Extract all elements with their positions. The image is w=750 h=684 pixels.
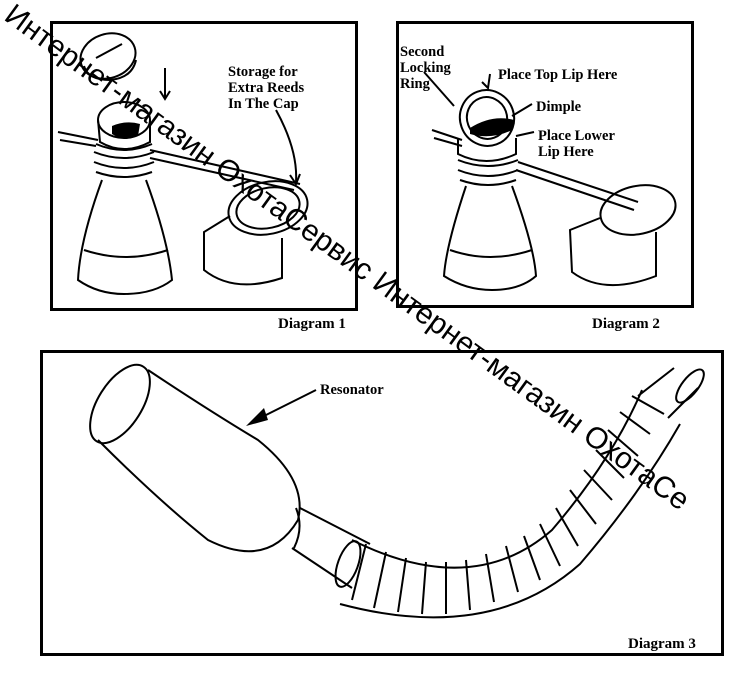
corrugated-hose (339, 389, 681, 619)
diagram-1-caption: Diagram 1 (278, 316, 346, 332)
second-ring-label: Second Locking Ring (400, 44, 451, 92)
mouthpiece-top (458, 89, 516, 147)
resonator-body (97, 369, 301, 553)
lanyard-strap (431, 129, 639, 211)
storage-arrow (275, 109, 298, 183)
call-body (76, 179, 174, 296)
hose-end (675, 368, 705, 404)
diagram-2-caption: Diagram 2 (592, 316, 660, 332)
reed-cap (79, 32, 137, 80)
storage-label: Storage for Extra Reeds In The Cap (228, 64, 305, 112)
diagram-3-frame (40, 350, 724, 656)
diagram-3-caption: Diagram 3 (628, 636, 696, 652)
storage-cup (599, 184, 677, 236)
top-lip-label: Place Top Lip Here (498, 67, 618, 83)
lanyard-strap (57, 131, 301, 191)
resonator-mouth (89, 363, 151, 445)
dimple-label: Dimple (536, 99, 582, 115)
resonator-label: Resonator (320, 382, 384, 398)
lower-lip-label: Place Lower Lip Here (538, 128, 615, 160)
